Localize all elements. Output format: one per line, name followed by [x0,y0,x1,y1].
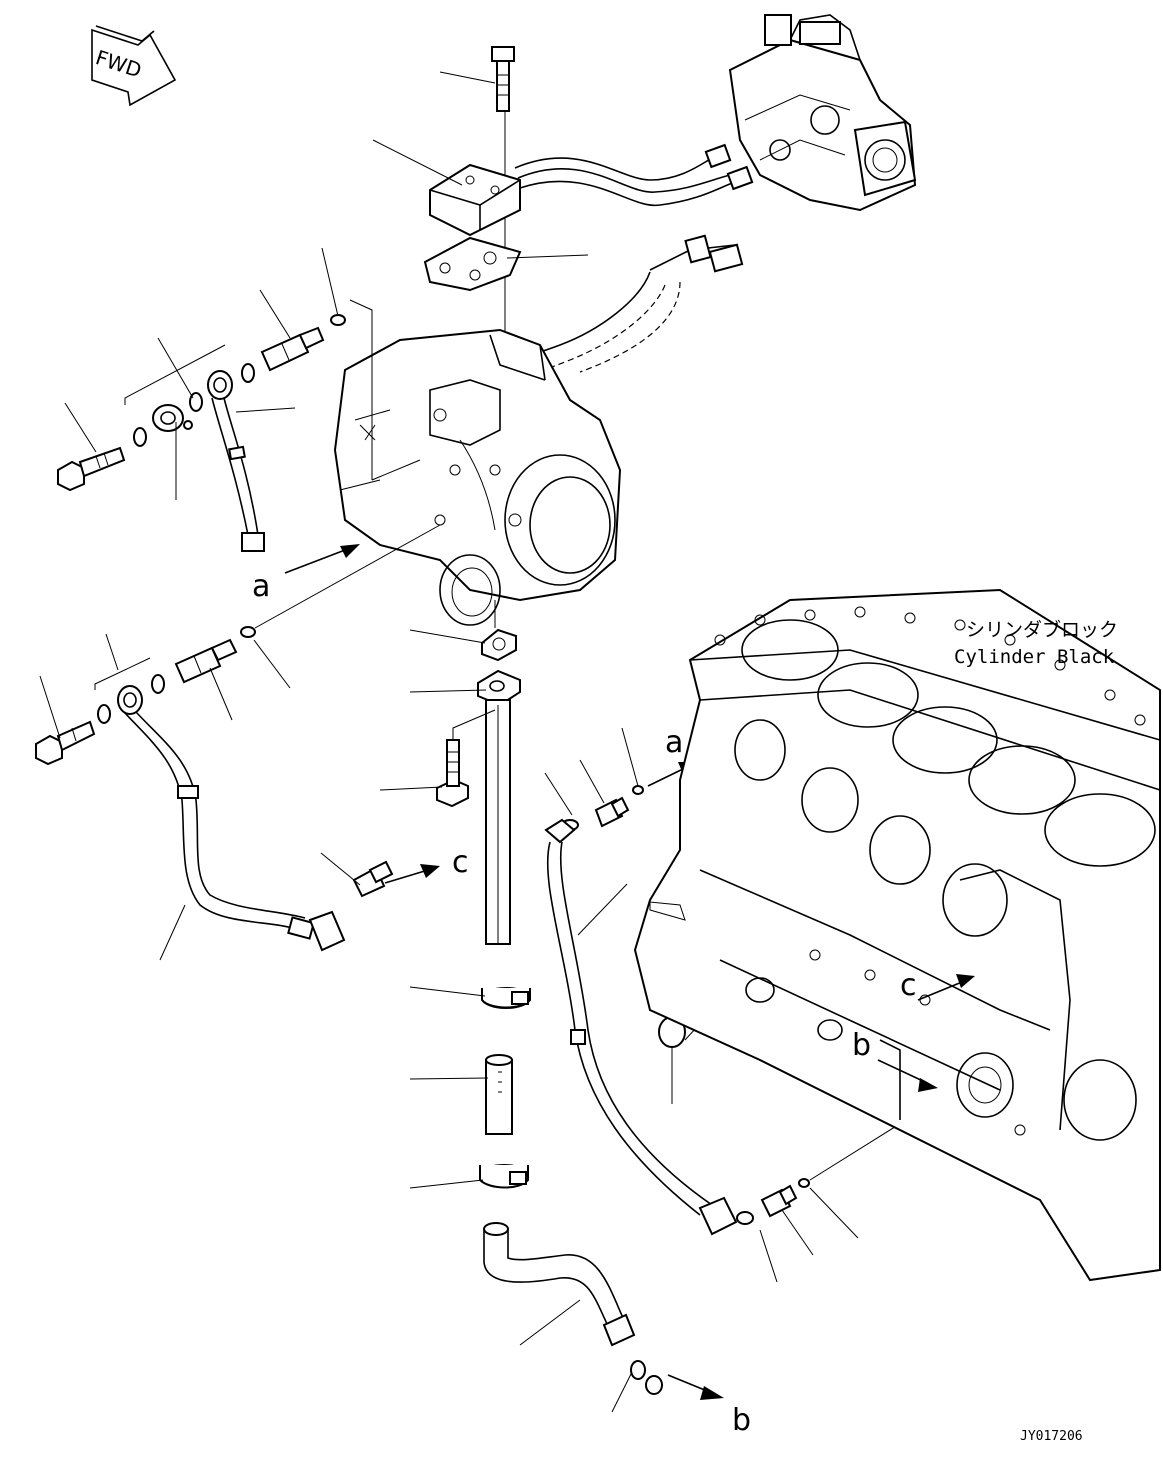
turbocharger-housing [333,328,622,626]
pilot-hoses [514,143,754,207]
cylinder-block-label-en: Cylinder Black [954,646,1115,668]
hydraulic-pump [728,14,917,212]
drain-hose [485,1054,513,1135]
washer-lower-1 [97,704,111,724]
o-ring-upper [330,314,346,326]
flange-bolt [436,739,469,808]
nipple-upper [260,326,325,372]
hose-clamp-upper [481,987,531,1009]
valve-block [429,163,521,237]
o-ring-lower [240,626,256,638]
oil-return-tube [544,818,738,1236]
ref-b-block: b [852,1028,871,1063]
hose-clamp-lower [479,1164,529,1189]
top-bolt [491,46,515,112]
plug-cap-2 [645,1375,663,1395]
banjo-fitting-upper [152,404,193,432]
ref-c-block: c [900,968,917,1003]
tube-nipple-lower-right [736,1178,810,1225]
cylinder-block-label-jp: シリンダブロック [966,618,1118,641]
washer-upper-1 [133,427,147,447]
ref-c-left: c [452,845,469,880]
fwd-arrow-symbol: FWD [91,25,177,107]
cylinder-block [633,588,1161,1282]
banjo-bolt-lower [35,720,96,766]
block-gasket [423,236,522,292]
ref-a-turbo: a [252,569,270,604]
washer-lower-2 [151,674,165,694]
tube-nipple-upper-right [561,785,644,831]
nipple-lower [174,638,238,684]
drain-flange-gasket [481,628,517,662]
oil-tube-upper [207,370,265,552]
banjo-bolt-upper [57,446,126,492]
leader-lines [39,71,859,1413]
union-fitting [352,860,394,898]
ref-a-right: a [665,725,683,760]
plug-cap-1 [630,1360,646,1380]
drain-elbow-tube [483,1222,636,1347]
oil-tube-lower [117,685,346,952]
drain-pipe [477,669,521,945]
washer-upper-3 [241,363,255,383]
ref-b-bottom: b [732,1403,751,1438]
fwd-label: FWD [93,45,145,82]
drawing-number: JY017206 [1020,1429,1083,1444]
